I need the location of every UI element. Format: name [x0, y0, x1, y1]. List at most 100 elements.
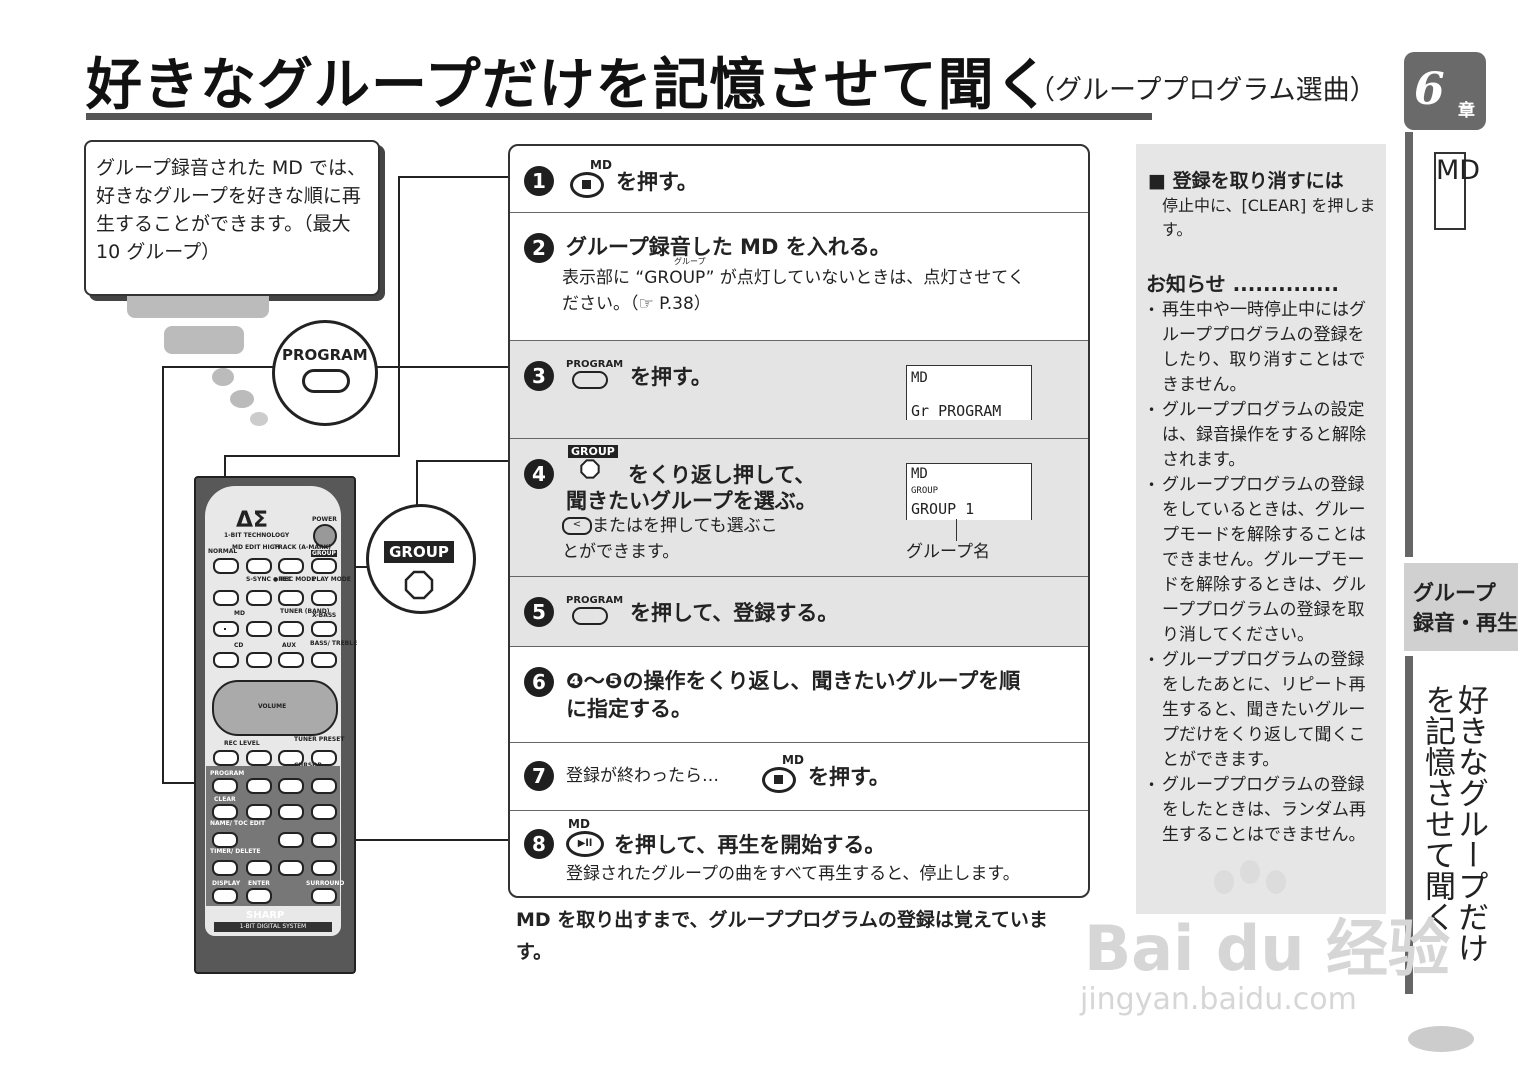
list-item: グループプログラムの設定は、録音操作をすると解除されます。 [1148, 398, 1376, 473]
remote-button[interactable] [246, 860, 272, 876]
bubble-text: グループ録音された MD では、好きなグループを好きな順に再生することができます… [96, 157, 366, 263]
system-label: 1-BIT DIGITAL SYSTEM [214, 922, 332, 932]
program-label: PROGRAM [566, 595, 624, 606]
watermark-url: jingyan.baidu.com [1080, 982, 1357, 1017]
remote-label: ENTER [248, 880, 270, 887]
side-group-tab [1404, 563, 1518, 651]
remote-button[interactable] [246, 750, 272, 766]
remote-label: GROUP [311, 550, 337, 557]
step-number: 6 [524, 667, 554, 697]
volume-pad[interactable] [212, 680, 338, 736]
ruby-text: グループ [674, 257, 706, 266]
remote-button[interactable] [278, 590, 304, 606]
octagon-button-icon [404, 570, 434, 600]
step-subtext: 表示部に “GROUP” が点灯していないときは、点灯させてく [562, 268, 1025, 288]
remote-button[interactable] [311, 832, 337, 848]
remote-button[interactable] [212, 832, 238, 848]
remote-button[interactable] [278, 860, 304, 876]
program-button[interactable] [212, 778, 238, 794]
remote-label: MD EDIT HIGH [232, 544, 280, 551]
remote-button[interactable] [212, 888, 238, 904]
power-button[interactable] [313, 524, 337, 548]
step-1: 1 MD を押す。 [510, 146, 1088, 212]
remote-label: NORMAL [208, 548, 238, 555]
remote-label: TUNER (BAND) [280, 608, 330, 615]
remote-button[interactable] [212, 860, 238, 876]
group-label: GROUP [568, 445, 618, 458]
remote-button[interactable] [278, 832, 304, 848]
remote-button[interactable] [311, 621, 337, 637]
lcd-caption: グループ名 [906, 542, 990, 562]
remote-button[interactable] [311, 652, 337, 668]
step-text: を押して、再生を開始する。 [614, 833, 886, 857]
watermark-paw [1240, 860, 1260, 884]
remote-button[interactable] [311, 804, 337, 820]
remote-label: BASS/ TREBLE [310, 640, 358, 647]
remote-button[interactable] [278, 778, 304, 794]
remote-button[interactable] [311, 750, 337, 766]
cancel-heading: ■ 登録を取り消すには [1148, 170, 1344, 192]
lcd-display: MD GROUP GROUP 1 [906, 463, 1032, 520]
remote-button[interactable] [246, 778, 272, 794]
step-number: 2 [524, 233, 554, 263]
watermark-paw [1214, 870, 1234, 894]
remote-label: AUX [282, 642, 296, 649]
title-underline [86, 113, 1152, 120]
lcd-line: GROUP [911, 486, 939, 496]
program-button-icon [572, 371, 608, 389]
brand-label: SHARP [246, 910, 285, 921]
step-subtext: 登録されたグループの曲をすべて再生すると、停止します。 [566, 864, 1020, 884]
group-button[interactable] [311, 558, 337, 574]
md-stop-button[interactable] [213, 621, 239, 637]
connector-line [398, 176, 400, 456]
remote-button[interactable] [246, 558, 272, 574]
watermark-logo: Bai du 经验 [1084, 912, 1451, 985]
chapter-number: 6 [1414, 64, 1445, 115]
remote-button[interactable] [278, 621, 304, 637]
clear-button[interactable] [212, 804, 238, 820]
connector-line [252, 839, 508, 841]
side-group-label: グループ 録音・再生 [1413, 581, 1518, 635]
remote-button[interactable] [278, 750, 304, 766]
remote-label: TRACK (A-MARK) [274, 544, 331, 551]
chapter-tab [1404, 52, 1486, 130]
remote-button[interactable] [246, 590, 272, 606]
remote-button[interactable] [213, 750, 239, 766]
page-number-oval [1408, 1026, 1474, 1052]
remote-label: S-SYNC ●REC [246, 576, 292, 583]
step-text: を押す。 [808, 765, 890, 789]
connector-line [224, 455, 400, 457]
side-vertical-title: 好きなグループだけを記憶させて聞く [1419, 684, 1488, 963]
remote-button[interactable] [213, 558, 239, 574]
step-8: 8 MD ▶ll を押して、再生を開始する。 登録されたグループの曲をすべて再生… [510, 810, 1088, 896]
volume-label: VOLUME [258, 703, 287, 710]
play-pause-icon: ▶ll [566, 831, 604, 857]
step-5: 5 PROGRAM を押して、登録する。 [510, 576, 1088, 647]
step-text: 聞きたいグループを選ぶ。 [566, 489, 817, 513]
md-stop-icon [762, 767, 796, 793]
remote-button[interactable] [246, 652, 272, 668]
step-subtext: 登録が終わったら… [566, 766, 719, 786]
remote-button[interactable] [213, 652, 239, 668]
side-bar [1405, 656, 1413, 994]
lcd-line: GROUP 1 [911, 500, 975, 518]
remote-button[interactable] [311, 590, 337, 606]
md-play-button[interactable] [246, 621, 272, 637]
remote-button[interactable] [311, 888, 337, 904]
remote-button[interactable] [278, 804, 304, 820]
remote-label: SURROUND [306, 880, 345, 887]
remote-button[interactable] [278, 558, 304, 574]
notice-list: 再生中や一時停止中にはグループプログラムの登録をしたり、取り消すことはできません… [1148, 298, 1376, 848]
remote-button[interactable] [213, 590, 239, 606]
remote-button[interactable] [246, 888, 272, 904]
remote-button[interactable] [311, 778, 337, 794]
remote-button[interactable] [311, 860, 337, 876]
remote-label: X-BASS [312, 612, 337, 619]
step-number: 5 [524, 597, 554, 627]
step-text: を押す。 [630, 365, 712, 389]
remote-label: NAME/ TOC EDIT [210, 820, 266, 827]
remote-button[interactable] [278, 652, 304, 668]
remote-button[interactable] [246, 804, 272, 820]
connector-line [224, 628, 226, 630]
step-number: 8 [524, 829, 554, 859]
